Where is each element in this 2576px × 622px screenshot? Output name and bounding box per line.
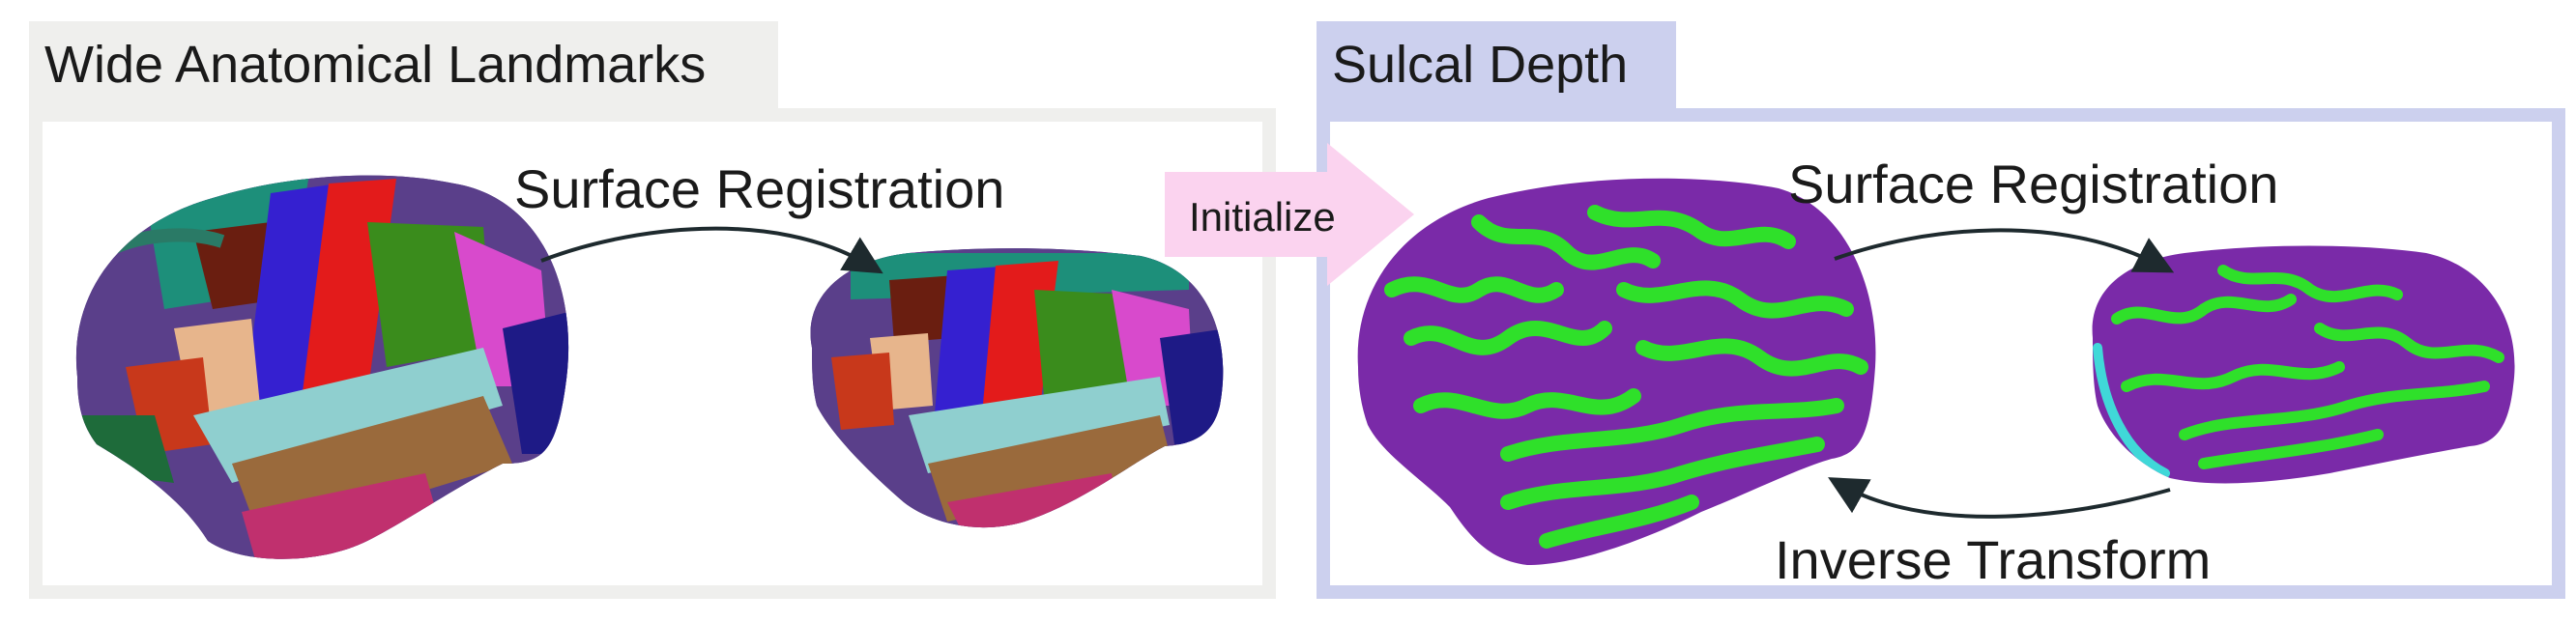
left-panel-title: Wide Anatomical Landmarks [44,36,707,94]
sulcal-depth-brain-small [2092,245,2515,484]
right-panel-title-tab: Sulcal Depth [1317,21,1676,108]
left-panel-title-tab: Wide Anatomical Landmarks [29,21,778,108]
initialize-arrow [1165,143,1414,286]
right-panel-title: Sulcal Depth [1332,36,1629,94]
inverse-transform-arrow [1828,477,2171,519]
parcellated-brain-large [75,175,569,559]
sulcal-depth-brain-large [1357,178,1876,565]
surface-registration-arrow-left [540,226,883,274]
surface-registration-label-right: Surface Registration [1788,154,2279,214]
initialize-label: Initialize [1189,194,1336,240]
parcellated-brain-small [810,248,1224,528]
surface-registration-arrow-right [1834,228,2175,273]
inverse-transform-label: Inverse Transform [1775,529,2212,590]
surface-registration-label-left: Surface Registration [514,158,1005,219]
